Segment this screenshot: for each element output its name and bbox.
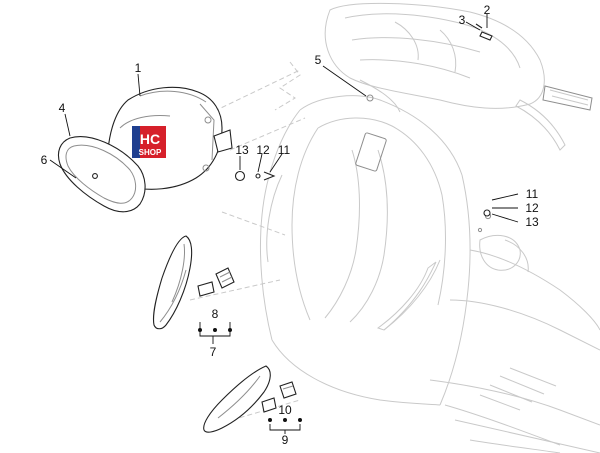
headlamp-trim-ring — [57, 136, 146, 213]
callout-11-right: 11 — [526, 187, 539, 201]
callout-4: 4 — [59, 101, 66, 115]
front-right-turn-signal — [203, 365, 271, 433]
leader-dots — [198, 328, 302, 422]
callout-2: 2 — [484, 3, 491, 17]
scooter-body-outline — [259, 2, 600, 453]
leader-lines — [49, 14, 519, 434]
screw-2-3 — [475, 23, 493, 41]
callout-13-right: 13 — [525, 215, 539, 229]
callout-9: 9 — [282, 433, 289, 447]
fastener-set-right — [483, 209, 491, 217]
bulb-holder-upper — [197, 267, 235, 297]
callout-5: 5 — [315, 53, 322, 67]
fastener-set-left — [234, 170, 276, 182]
callout-12-left: 12 — [256, 143, 270, 157]
callout-11-left: 11 — [278, 143, 291, 157]
hc-shop-logo: HC SHOP — [132, 126, 166, 158]
logo-text-hc: HC — [140, 131, 160, 147]
logo-text-shop: SHOP — [139, 148, 162, 157]
callout-8: 8 — [212, 307, 219, 321]
bulb-holder-lower — [261, 381, 297, 413]
callout-3: 3 — [459, 13, 466, 27]
callout-13-left: 13 — [235, 143, 249, 157]
callout-12-right: 12 — [525, 201, 539, 215]
callout-7: 7 — [210, 345, 217, 359]
front-left-turn-signal — [152, 235, 193, 330]
callout-10: 10 — [278, 403, 292, 417]
callout-labels: 1 2 3 4 5 6 7 8 9 10 11 12 13 11 12 13 — [41, 3, 539, 447]
callout-6: 6 — [41, 153, 48, 167]
callout-1: 1 — [135, 61, 142, 75]
